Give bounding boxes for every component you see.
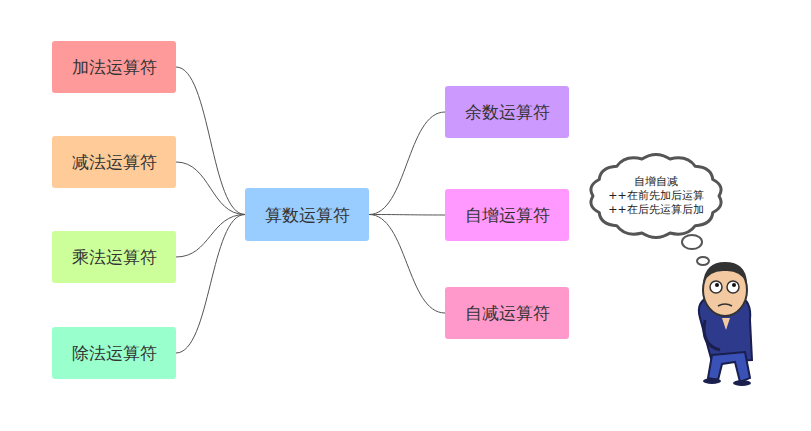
thought-bubble (697, 257, 709, 265)
eye (710, 281, 722, 293)
topic-box: 减法运算符 (52, 136, 176, 188)
thought-text: 自增自减 (634, 175, 678, 189)
box-label: 加法运算符 (72, 56, 157, 78)
box-label: 除法运算符 (72, 342, 157, 364)
legs (708, 352, 750, 382)
person-figure (699, 262, 752, 386)
branch-connector (369, 215, 445, 314)
topic-box: 自增运算符 (445, 189, 569, 241)
topic-box: 算数运算符 (245, 188, 369, 241)
thought-bubbles (682, 235, 709, 265)
box-label: 算数运算符 (265, 204, 350, 226)
thought-bubble (682, 235, 702, 249)
eye (727, 281, 739, 293)
box-label: 余数运算符 (465, 101, 550, 123)
neck (722, 318, 730, 330)
branch-connector (176, 215, 245, 354)
topic-box: 除法运算符 (52, 327, 176, 379)
shoe (733, 380, 751, 386)
arm (704, 320, 720, 350)
pupil (732, 283, 736, 287)
branch-connector (176, 67, 245, 215)
hair (703, 262, 747, 283)
thought-text: ++在前先加后运算 (608, 189, 703, 203)
branch-connector (369, 214, 445, 216)
branch-connector (176, 215, 245, 258)
topic-box: 乘法运算符 (52, 231, 176, 283)
cloud-shape (591, 155, 721, 238)
box-label: 自增运算符 (465, 204, 550, 226)
shoe (703, 378, 721, 384)
box-label: 自减运算符 (465, 302, 550, 324)
branch-connector (176, 162, 245, 215)
topic-box: 自减运算符 (445, 287, 569, 339)
mouth (718, 304, 732, 306)
thought-text: ++在后先运算后加 (608, 203, 703, 217)
branch-connector (369, 112, 445, 215)
box-label: 减法运算符 (72, 151, 157, 173)
thought-cloud: 自增自减++在前先加后运算++在后先运算后加 (593, 158, 719, 234)
pupil (715, 283, 719, 287)
box-label: 乘法运算符 (72, 246, 157, 268)
topic-box: 余数运算符 (445, 86, 569, 138)
topic-box: 加法运算符 (52, 41, 176, 93)
